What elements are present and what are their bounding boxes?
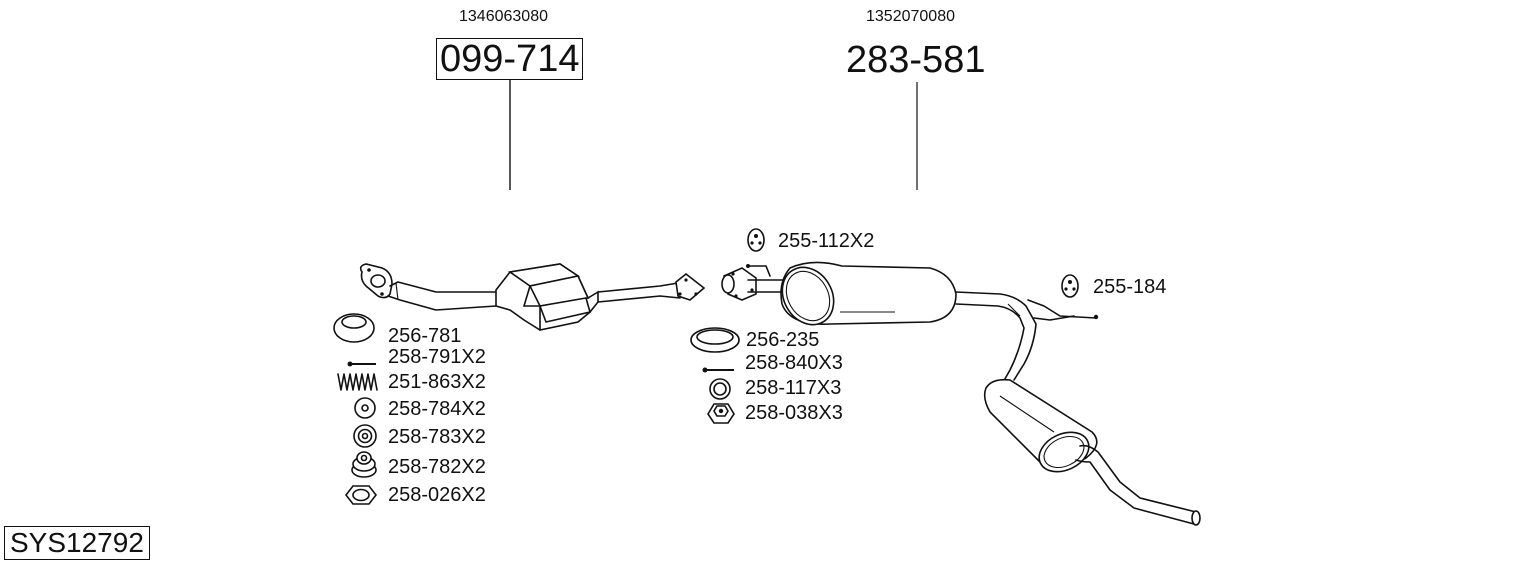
washer-icon bbox=[709, 378, 731, 400]
accessory-label[interactable]: 251-863X2 bbox=[388, 371, 486, 393]
accessory-label[interactable]: 258-783X2 bbox=[388, 426, 486, 448]
seal-ring-icon bbox=[333, 313, 375, 343]
oem-number-2: 1352070080 bbox=[866, 8, 955, 25]
accessory-label[interactable]: 258-026X2 bbox=[388, 484, 486, 506]
accessory-label[interactable]: 258-117X3 bbox=[745, 377, 842, 399]
rubber-hanger-icon bbox=[747, 228, 765, 252]
part-number-283-581[interactable]: 283-581 bbox=[846, 39, 986, 81]
accessory-label[interactable]: 258-791X2 bbox=[388, 346, 486, 368]
accessory-label[interactable]: 258-784X2 bbox=[388, 398, 486, 420]
oem-number-1: 1346063080 bbox=[459, 8, 548, 25]
hex-nut-icon bbox=[344, 485, 378, 505]
accessory-label[interactable]: 258-840X3 bbox=[745, 352, 843, 374]
accessory-label[interactable]: 256-781 bbox=[388, 325, 462, 347]
front-pipe-catalyst-drawing[interactable] bbox=[359, 263, 706, 331]
accessory-label[interactable]: 256-235 bbox=[746, 329, 820, 351]
stacked-bushing-icon bbox=[351, 451, 377, 478]
accessory-label[interactable]: 258-038X3 bbox=[745, 402, 843, 424]
silencer-assembly-drawing[interactable] bbox=[721, 258, 1201, 526]
flange-nut-icon bbox=[707, 403, 735, 424]
accessory-label[interactable]: 258-782X2 bbox=[388, 456, 486, 478]
rubber-hanger-icon bbox=[1061, 274, 1079, 298]
bushing-icon bbox=[353, 424, 377, 448]
washer-icon bbox=[354, 397, 376, 419]
bolt-icon bbox=[347, 361, 376, 367]
system-code-badge: SYS12792 bbox=[4, 526, 150, 560]
hanger-label-255-112[interactable]: 255-112X2 bbox=[778, 230, 875, 252]
gasket-ring-icon bbox=[690, 327, 740, 353]
hanger-label-255-184[interactable]: 255-184 bbox=[1093, 276, 1167, 298]
bolt-icon bbox=[702, 367, 734, 373]
part-number-099-714[interactable]: 099-714 bbox=[436, 38, 584, 80]
spring-icon bbox=[337, 373, 378, 391]
